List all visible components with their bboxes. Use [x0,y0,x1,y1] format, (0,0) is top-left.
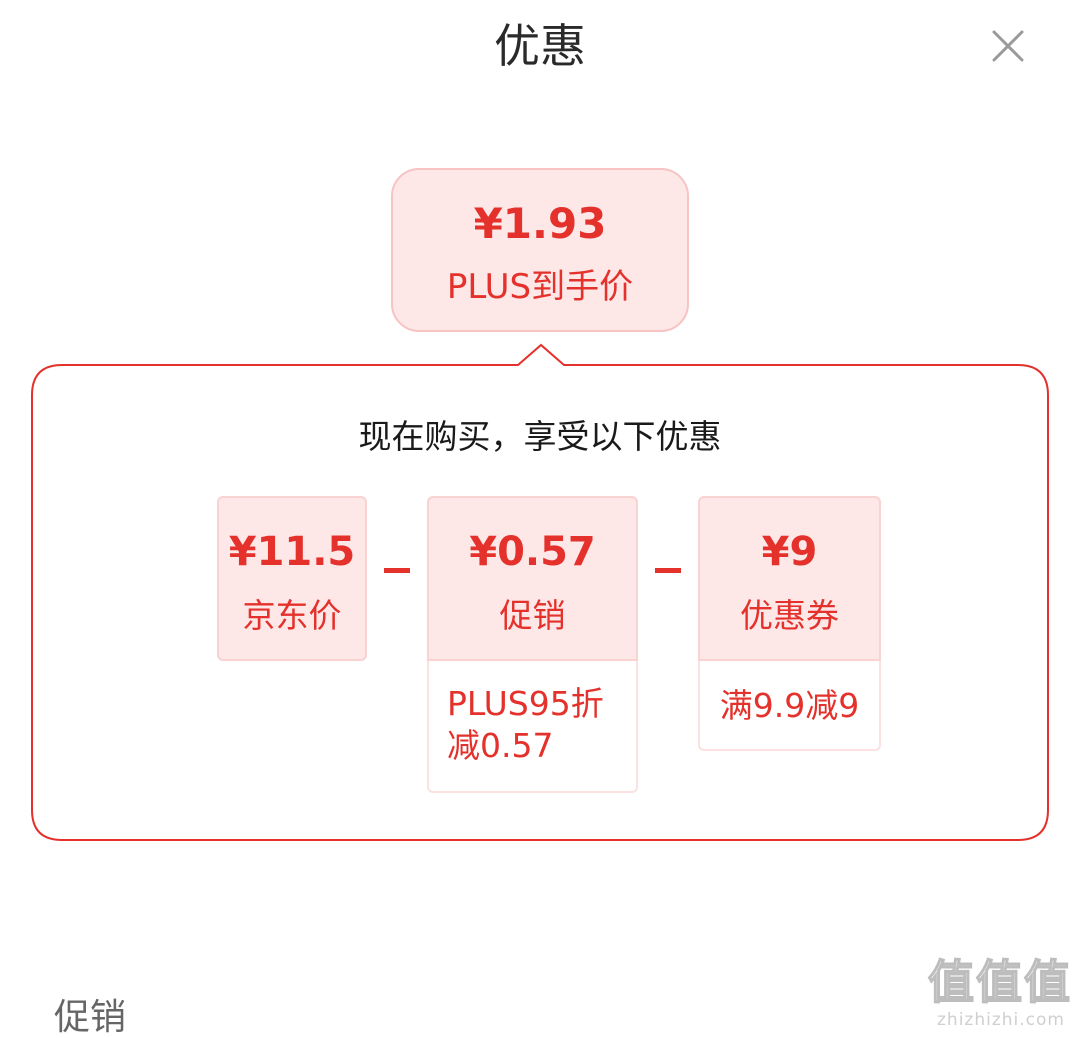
watermark-domain: zhizhizhi.com [937,1010,1065,1030]
breakdown-heading: 现在购买，享受以下优惠 [358,417,722,456]
final-price-label: PLUS到手价 [446,267,634,307]
minus-icon [384,568,410,573]
coupon-label: 优惠券 [740,596,839,635]
watermark-logo: 值 值 值 zhizhizhi.com [927,955,1074,1036]
coupon-amount: ¥9 [761,529,818,575]
final-price-amount: ¥1.93 [473,199,607,248]
close-icon [992,30,1024,62]
jd-price-label: 京东价 [242,596,342,635]
promotion-section-label: 促销 [54,997,127,1038]
coupon-detail: 满9.9减9 [698,661,881,751]
watermark-glyph: 值 [975,955,1023,1009]
jd-price-card: ¥11.5 京东价 [217,496,367,661]
coupon-card[interactable]: ¥9 优惠券 [698,496,881,661]
final-price-bubble: ¥1.93 PLUS到手价 [391,168,689,332]
promotion-amount: ¥0.57 [469,529,596,575]
promotion-label: 促销 [499,596,566,635]
watermark-glyph: 值 [927,955,975,1009]
sheet-title: 优惠 [494,19,586,73]
jd-price-amount: ¥11.5 [228,529,356,575]
promotion-card[interactable]: ¥0.57 促销 [427,496,638,661]
watermark-glyph: 值 [1023,955,1071,1009]
minus-icon [655,568,681,573]
promotion-detail: PLUS95折减0.57 [427,661,638,793]
close-button[interactable] [986,24,1030,68]
